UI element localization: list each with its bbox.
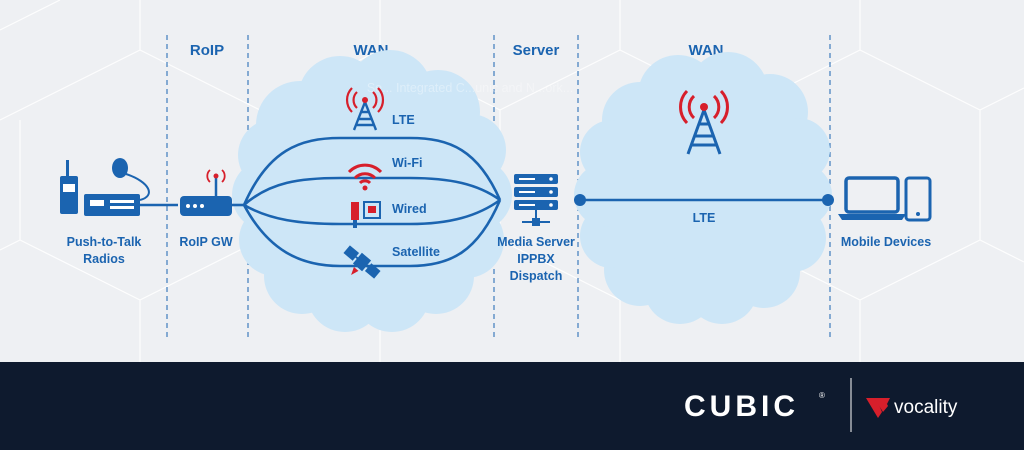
laptop-icon [838, 176, 906, 220]
link-label-wired: Wired [392, 202, 427, 216]
cubic-logo: CUBIC ® [684, 390, 825, 423]
wifi-icon [347, 163, 383, 191]
column-dividers [166, 35, 831, 340]
cubic-registered-mark: ® [819, 391, 825, 400]
vocality-logo: vocality [866, 397, 958, 418]
vocality-logo-text: vocality [894, 397, 958, 418]
link-wired [243, 198, 501, 226]
phone-icon [904, 176, 932, 222]
header-server: Server [513, 42, 560, 59]
tower-icon [679, 89, 729, 155]
node-label-mobile: Mobile Devices [841, 235, 931, 249]
ethernet-icon [351, 201, 381, 228]
link-label-lte: LTE [392, 113, 415, 127]
link-label-lte-right: LTE [693, 211, 716, 225]
endpoint-right [822, 194, 834, 206]
link-label-satellite: Satellite [392, 245, 440, 259]
node-label-server-line1: Media Server [497, 235, 575, 249]
node-label-radios-line2: Radios [83, 252, 125, 266]
satellite-icon [343, 245, 381, 279]
node-label-roip-gw: RoIP GW [179, 235, 232, 249]
link-label-wifi: Wi-Fi [392, 156, 422, 170]
vocality-mark-icon [866, 398, 890, 418]
link-lte [242, 136, 502, 206]
endpoint-left [574, 194, 586, 206]
wan-cloud-right [574, 52, 832, 324]
router-icon [180, 169, 232, 216]
watermark-text: Se... Integrated C...unic and N...ork... [367, 81, 573, 95]
node-label-radios-line1: Push-to-Talk [67, 235, 142, 249]
node-label-server-line3: Dispatch [510, 269, 563, 283]
header-roip: RoIP [190, 42, 224, 59]
link-satellite [242, 199, 502, 268]
cubic-logo-text: CUBIC [684, 390, 799, 423]
link-wifi [243, 176, 501, 206]
radio-icon [60, 158, 150, 216]
server-icon [514, 174, 558, 226]
connection-lines [140, 136, 828, 268]
node-label-server-line2: IPPBX [517, 252, 555, 266]
footer-bar [0, 362, 1024, 450]
